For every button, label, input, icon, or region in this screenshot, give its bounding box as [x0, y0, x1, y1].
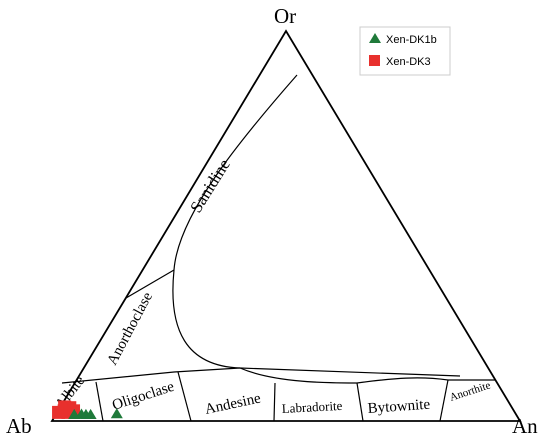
legend-label-xen-dk3: Xen-DK3 [386, 56, 431, 68]
marker-xen-dk1b-3 [84, 408, 97, 420]
data-markers [52, 400, 123, 420]
triangle-outline [50, 29, 522, 422]
plagioclase-top-line [61, 367, 241, 384]
legend-square-icon [369, 55, 380, 66]
bytownite-anorthite-boundary [439, 379, 449, 422]
field-label-andesine: Andesine [204, 390, 263, 418]
vertex-label-right: An [512, 414, 538, 438]
oligoclase-andesine-boundary [177, 371, 192, 422]
alkali-feldspar-boundary-curve [172, 74, 461, 377]
legend-triangle-icon [369, 33, 381, 43]
field-label-bytownite: Bytownite [367, 397, 431, 417]
plagioclase-wavy-top [239, 367, 496, 384]
andesine-labradorite-boundary [273, 382, 276, 422]
legend: Xen-DK1b Xen-DK3 [359, 26, 451, 76]
field-label-anorthite: Anorthite [448, 379, 492, 403]
labradorite-bytownite-boundary [356, 382, 364, 422]
albite-oligoclase-boundary [95, 381, 104, 422]
legend-label-xen-dk1b: Xen-DK1b [386, 34, 437, 46]
field-label-oligoclase: Oligoclase [110, 379, 176, 414]
vertex-label-top: Or [274, 4, 296, 28]
field-label-labradorite: Labradorite [281, 398, 343, 416]
sanidine-anorthoclase-boundary [125, 269, 175, 299]
marker-xen-dk1b-4 [110, 408, 123, 419]
field-label-anorthoclase: Anorthoclase [104, 289, 156, 367]
vertex-label-left: Ab [6, 414, 32, 438]
